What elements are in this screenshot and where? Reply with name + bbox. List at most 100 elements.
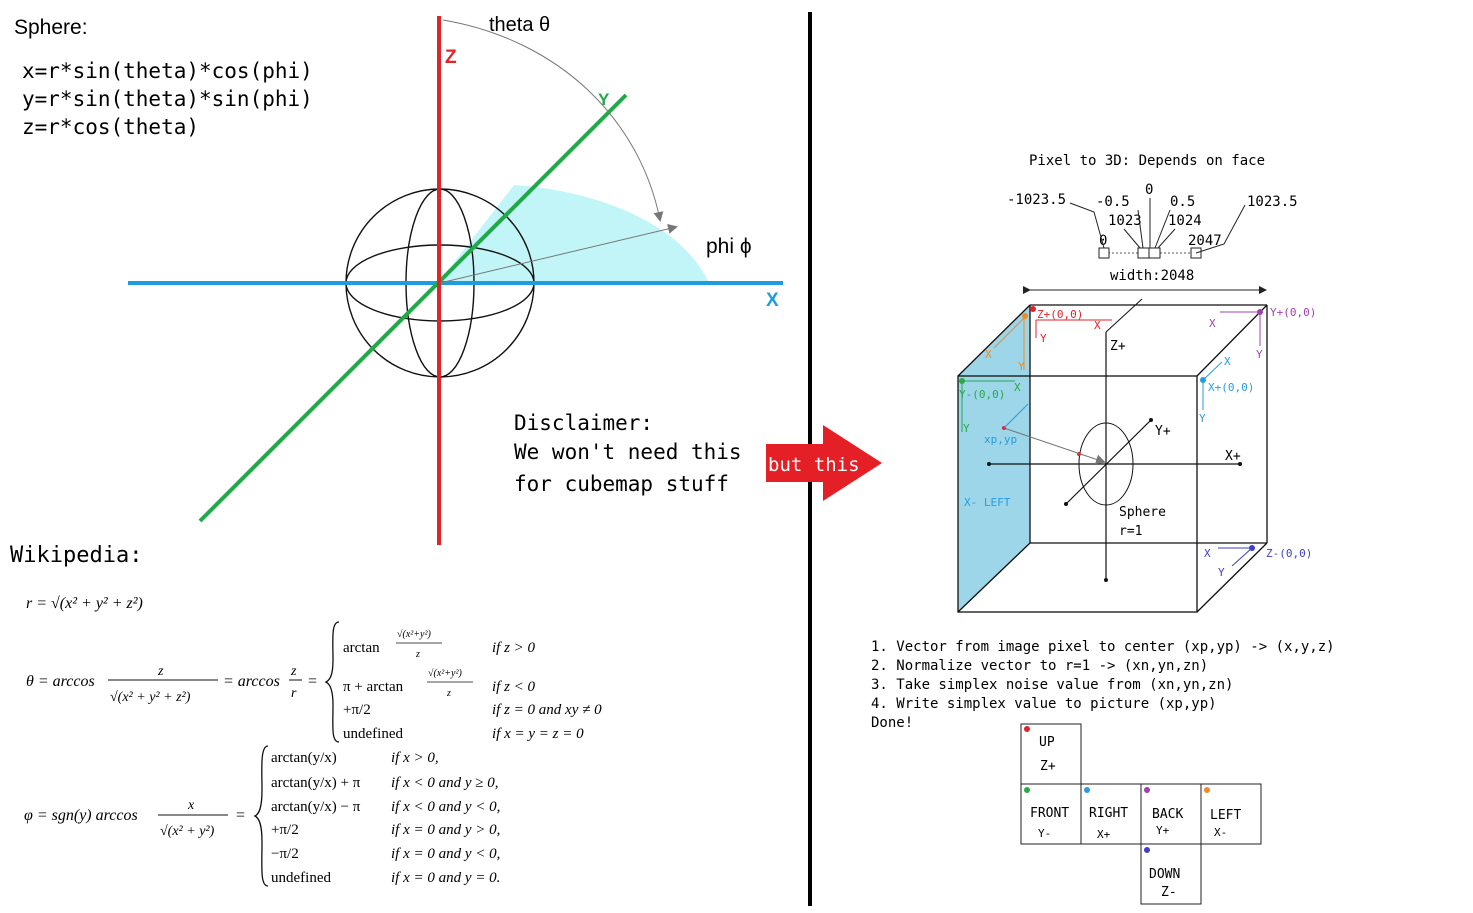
wikipedia-title: Wikipedia:	[10, 543, 142, 568]
net-right-name: RIGHT	[1089, 806, 1128, 821]
phi-equals: =	[236, 807, 245, 824]
pixel-title: Pixel to 3D: Depends on face	[1029, 153, 1265, 169]
red-arrow-label: but this	[768, 454, 860, 476]
phi-case-2-cond: if x < 0 and y ≥ 0,	[391, 775, 499, 791]
net-right-axis: X+	[1097, 828, 1111, 841]
theta-case-3-expr: +π/2	[343, 702, 371, 718]
y-plus-y-label: Y	[1256, 348, 1263, 361]
theta-case-2-cond: if z < 0	[492, 679, 536, 695]
theta-mid-denominator: r	[291, 686, 297, 701]
formula-z: z=r*cos(theta)	[22, 115, 199, 139]
x-minus-corner-dot	[1022, 313, 1028, 319]
z-minus-y-dir	[1231, 547, 1253, 567]
theta-case-2-num: √(x²+y²)	[428, 668, 462, 679]
cube-front-face	[957, 375, 1198, 613]
red-arrow	[766, 425, 882, 501]
theta-case-1-expr: arctan	[343, 640, 380, 656]
formula-x: x=r*sin(theta)*cos(phi)	[22, 59, 313, 83]
net-left-name: LEFT	[1210, 808, 1241, 823]
scale-neg-1023-5: -1023.5	[1007, 192, 1066, 208]
xp-yp-label: xp,yp	[984, 433, 1017, 446]
phi-formula: φ = sgn(y) arccos x √(x² + y²) = arctan(…	[24, 745, 500, 887]
scale-box-0	[1098, 247, 1110, 259]
y-plus-origin-label: Y+(0,0)	[1270, 306, 1316, 319]
left-face-dir	[1003, 403, 1029, 429]
y-plus-x-label: X	[1209, 317, 1216, 330]
scale-width: width:2048	[1110, 268, 1194, 284]
leader-pos-0-5	[1154, 209, 1171, 249]
left-face-label: X- LEFT	[964, 496, 1011, 509]
net-back-name: BACK	[1152, 807, 1183, 822]
theta-case-1-num: √(x²+y²)	[397, 629, 431, 640]
z-axis-label: Z	[445, 47, 457, 68]
scale-neg-0-5: -0.5	[1096, 194, 1130, 210]
net-right-dot	[1084, 787, 1090, 793]
phi-case-4-cond: if x = 0 and y > 0,	[391, 822, 500, 838]
phi-numerator: x	[187, 798, 195, 813]
inner-dot	[987, 462, 991, 466]
y-plus-label: Y+	[1155, 424, 1171, 439]
x-minus-y-label: Y	[1018, 360, 1025, 373]
net-up-axis: Z+	[1040, 759, 1056, 774]
y-minus-origin-label: Y-(0,0)	[959, 388, 1005, 401]
step-4: 4. Write simplex value to picture (xp,yp…	[871, 696, 1217, 712]
phi-case-6-cond: if x = 0 and y = 0.	[391, 870, 500, 886]
leader-1024	[1157, 228, 1176, 249]
r-formula: r = √(x² + y² + z²)	[26, 595, 143, 612]
net-front-dot	[1024, 787, 1030, 793]
x-plus-label: X+	[1225, 449, 1241, 464]
theta-denominator: √(x² + y² + z²)	[110, 690, 191, 705]
x-axis-label: X	[766, 290, 779, 311]
pixel-vector	[1003, 427, 1106, 465]
disclaimer-line-2: We won't need this	[514, 440, 742, 464]
z-plus-x-label: X	[1094, 319, 1101, 332]
step-1: 1. Vector from image pixel to center (xp…	[871, 639, 1335, 655]
net-up-name: UP	[1039, 735, 1055, 750]
inner-z-leader	[1105, 298, 1143, 333]
sphere-title: Sphere:	[14, 16, 88, 39]
sphere-label: Sphere	[1119, 505, 1166, 520]
theta-equals: =	[308, 673, 317, 690]
phi-case-4-expr: +π/2	[271, 822, 299, 838]
net-left-dot	[1204, 787, 1210, 793]
x-minus-x-dir	[993, 317, 1025, 349]
z-plus-corner-dot	[1030, 306, 1036, 312]
left-panel: Sphere: x=r*sin(theta)*cos(phi) y=r*sin(…	[10, 14, 783, 887]
formula-y: y=r*sin(theta)*sin(phi)	[22, 87, 313, 111]
inner-dot	[1149, 418, 1153, 422]
scale-zero-top: 0	[1145, 182, 1153, 198]
scale-pos-0-5: 0.5	[1170, 194, 1195, 210]
inner-dot	[1064, 502, 1068, 506]
theta-mid: = arccos	[223, 673, 280, 690]
pixel-scale: -1023.5 -0.5 0 0.5 1023.5 1023 1024 0 20…	[1007, 182, 1298, 294]
scale-pos-1023-5: 1023.5	[1247, 194, 1298, 210]
inner-dot	[1238, 462, 1242, 466]
phi-case-3-cond: if x < 0 and y < 0,	[391, 799, 500, 815]
theta-mid-numerator: z	[290, 664, 297, 679]
y-minus-y-label: Y	[963, 422, 970, 435]
phi-brace	[253, 745, 269, 887]
scale-0: 0	[1099, 233, 1107, 249]
y-minus-x-label: X	[1014, 381, 1021, 394]
theta-formula: θ = arccos z √(x² + y² + z²) = arccos z …	[26, 621, 602, 743]
radius-label: r=1	[1119, 524, 1142, 539]
x-minus-x-label: X	[985, 348, 992, 361]
disclaimer-line-3: for cubemap stuff	[514, 472, 729, 496]
cube-edge	[957, 304, 1031, 377]
phi-case-1-cond: if x > 0,	[391, 750, 439, 766]
right-panel: Pixel to 3D: Depends on face -1023.5 -0.…	[871, 153, 1335, 905]
phi-wedge	[438, 185, 709, 283]
theta-case-1-cond: if z > 0	[492, 640, 536, 656]
phi-denominator: √(x² + y²)	[160, 824, 215, 839]
phi-case-6-expr: undefined	[271, 870, 331, 886]
net-face-right	[1080, 783, 1142, 845]
disclaimer-line-1: Disclaimer:	[514, 411, 653, 435]
phi-label: phi ϕ	[706, 235, 752, 258]
net-face-down	[1140, 843, 1202, 905]
theta-arc	[442, 19, 664, 222]
theta-numerator: z	[157, 664, 164, 679]
step-done: Done!	[871, 715, 913, 731]
step-2: 2. Normalize vector to r=1 -> (xn,yn,zn)	[871, 658, 1208, 674]
scale-box-1023	[1137, 247, 1150, 259]
